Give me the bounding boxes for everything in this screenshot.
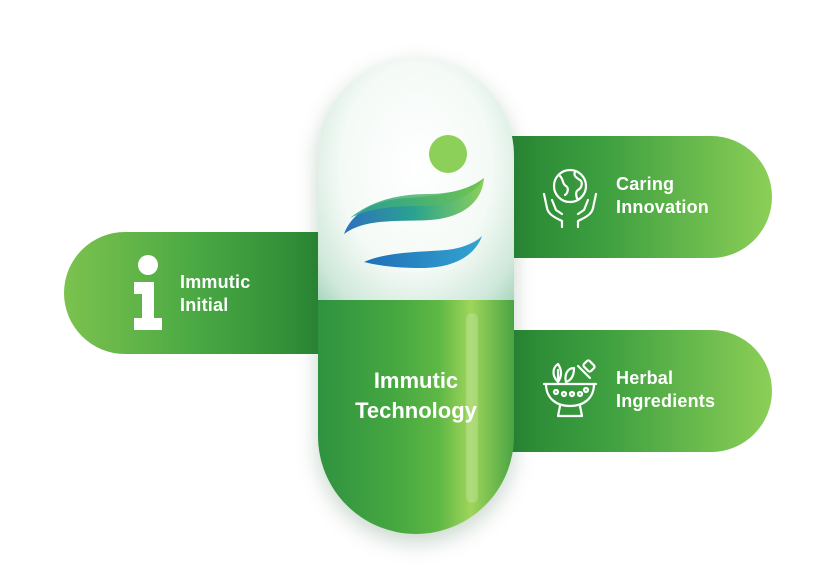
feature-tab-herbal-ingredients: Herbal Ingredients [470,330,772,452]
capsule: Immutic Technology [318,58,514,534]
feature-tab-immutic-initial: Immutic Initial [64,232,364,354]
capsule-bottom-half [318,300,514,534]
feature-label: Herbal Ingredients [616,368,716,411]
feature-label: Immutic Initial [180,272,251,315]
capsule-label: Immutic Technology [355,368,477,423]
feature-label: Caring Innovation [616,174,709,217]
capsule-highlight [466,313,478,503]
feature-tab-caring-innovation: Caring Innovation [470,136,772,258]
leaf-wave-person-logo [344,135,484,268]
mortar-pestle-herbs-icon [542,359,598,418]
info-icon [134,255,162,330]
globe-in-hands-icon [542,168,598,228]
